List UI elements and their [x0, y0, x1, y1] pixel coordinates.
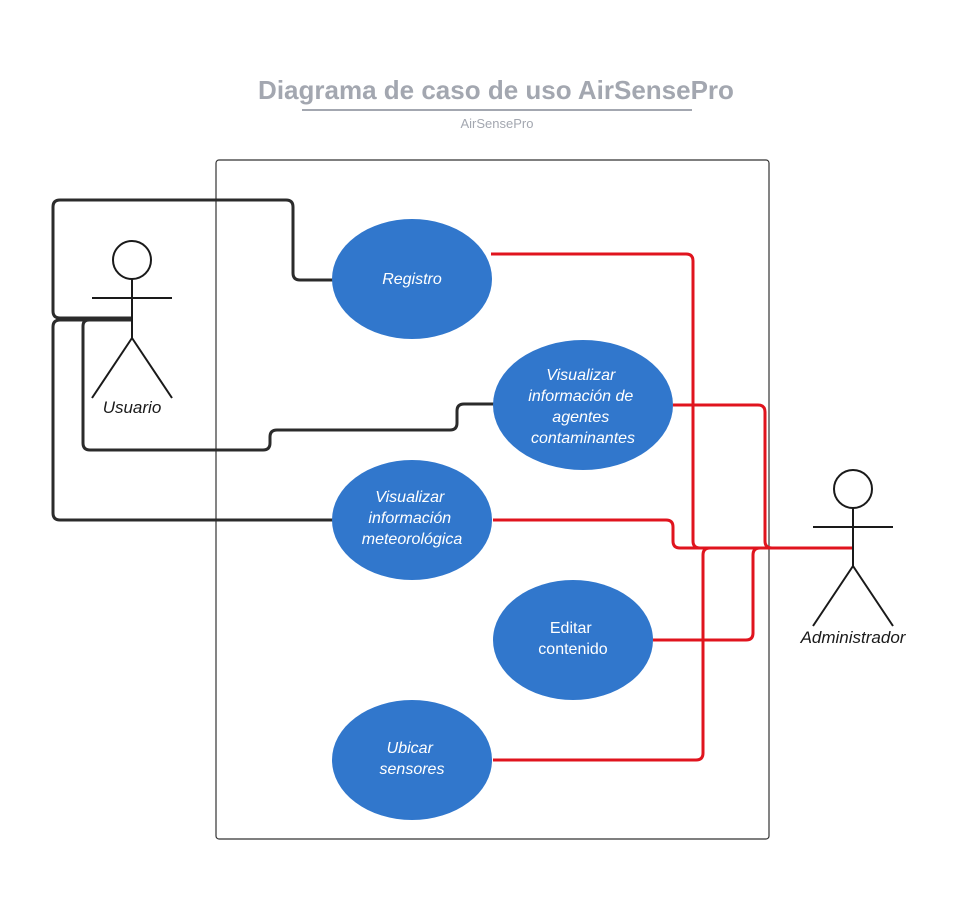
usuario-to-visualizar-agentes-link: [81, 318, 494, 452]
system-boundary: [215, 159, 770, 840]
visualizar-meteo-ellipse[interactable]: [332, 460, 492, 580]
usuario-right-leg: [131, 337, 173, 399]
use-case-registro[interactable]: Registro: [332, 219, 492, 339]
administrador-head: [833, 469, 873, 509]
admin-to-editar-link: [653, 546, 853, 642]
registro-label: Registro: [382, 271, 442, 288]
use-case-visualizar-meteo[interactable]: Visualizar información meteorológica: [332, 460, 492, 580]
visualizar-agentes-label: Visualizar información de agentes contam…: [528, 367, 637, 447]
editar-label: Editar contenido: [538, 620, 607, 658]
use-case-editar[interactable]: Editar contenido: [493, 580, 653, 700]
administrador-connectors: [491, 252, 853, 762]
administrador-left-leg: [812, 565, 854, 627]
use-case-visualizar-agentes[interactable]: Visualizar información de agentes contam…: [493, 340, 673, 470]
usuario-left-leg: [91, 337, 133, 399]
visualizar-meteo-label: Visualizar información meteorológica: [362, 489, 463, 548]
admin-to-visualizar-meteo-link: [493, 518, 853, 550]
administrador-label: Administrador: [800, 628, 907, 647]
admin-to-ubicar-link: [493, 546, 853, 762]
usuario-connectors: [51, 198, 494, 522]
usuario-head: [112, 240, 152, 280]
usuario-label: Usuario: [103, 398, 162, 417]
usuario-to-registro-link: [51, 198, 333, 320]
editar-ellipse[interactable]: [493, 580, 653, 700]
registro-ellipse[interactable]: [332, 219, 492, 339]
ubicar-ellipse[interactable]: [332, 700, 492, 820]
ubicar-label: Ubicar sensores: [380, 740, 445, 778]
administrador-right-leg: [852, 565, 894, 627]
visualizar-agentes-ellipse[interactable]: [493, 340, 673, 470]
actor-usuario: Usuario: [91, 240, 173, 417]
diagram-subtitle: AirSensePro: [461, 116, 534, 131]
actor-administrador: Administrador: [800, 469, 907, 647]
use-case-ubicar[interactable]: Ubicar sensores: [332, 700, 492, 820]
diagram-title: Diagrama de caso de uso AirSensePro: [258, 75, 734, 105]
usuario-to-visualizar-meteo-link: [51, 318, 333, 522]
